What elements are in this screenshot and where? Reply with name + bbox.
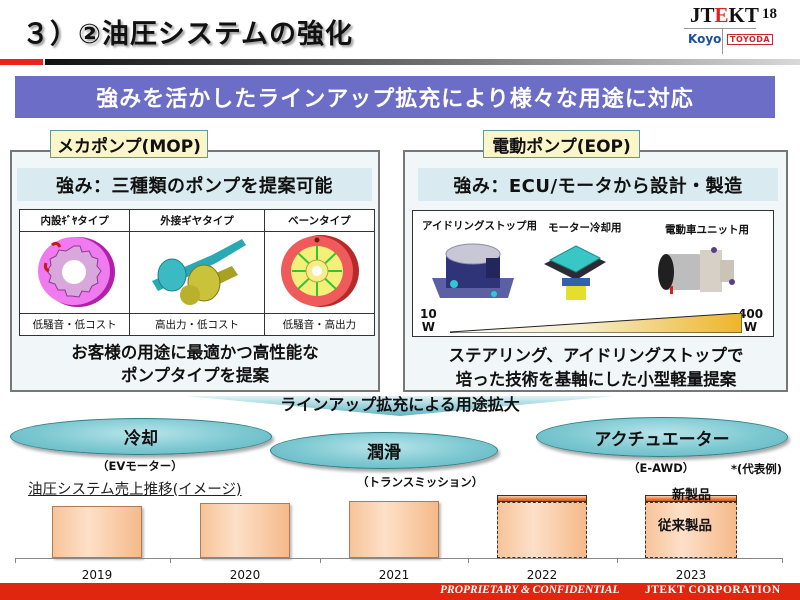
chart-x-axis: [15, 558, 783, 559]
eop-summary-line: 培った技術を基軸にした小型軽量提案: [455, 370, 737, 389]
logo-text-e: E: [714, 3, 729, 27]
sales-bar-2020: [200, 503, 290, 558]
mop-summary-line: ポンプタイプを提案: [120, 366, 269, 385]
logo-text-jt: JT: [690, 3, 715, 27]
eop-product-label: モーター冷却用: [548, 222, 622, 234]
sales-bar-2023-conventional: [645, 502, 737, 558]
x-tick-label: 2019: [81, 568, 113, 582]
slide-title: ３）②油圧システムの強化: [22, 19, 354, 50]
power-max-unit: W: [743, 320, 758, 334]
header-rule: [45, 59, 800, 65]
sales-chart-title: 油圧システム売上推移(イメージ): [28, 482, 242, 498]
application-example: （EVモーター）: [97, 459, 183, 473]
axis-tick: [782, 558, 783, 563]
header-accent-bar: [0, 59, 43, 65]
logo-text-kt: KT: [728, 3, 759, 27]
footer-bar: [0, 583, 800, 600]
power-max-value: 400: [738, 307, 764, 321]
application-actuator: アクチュエーター: [536, 417, 788, 457]
sales-bar-2021: [349, 501, 439, 558]
x-tick-label: 2022: [526, 568, 558, 582]
x-tick-label: 2023: [675, 568, 707, 582]
confidential-notice: PROPRIETARY & CONFIDENTIAL: [440, 584, 620, 596]
mop-pump-table: 内設ｷﾞﾔタイプ 外接ギヤタイプ ベーンタイプ: [18, 209, 376, 336]
eop-product-label: 電動車ユニット用: [665, 224, 749, 236]
application-lubrication: 潤滑: [270, 432, 498, 469]
jtekt-logo: JTEKT: [690, 3, 759, 28]
pump-type-header: 内設ｷﾞﾔタイプ: [18, 209, 131, 232]
application-example: （E-AWD）: [628, 461, 695, 475]
x-tick-label: 2021: [378, 568, 410, 582]
axis-tick: [320, 558, 321, 563]
headline-banner: 強みを活かしたラインアップ拡充により様々な用途に対応: [15, 76, 775, 118]
power-min-unit: W: [421, 320, 435, 334]
x-tick-label: 2020: [229, 568, 261, 582]
new-product-label: 新製品: [672, 488, 712, 503]
mop-summary-line: お客様の用途に最適かつ高性能な: [71, 343, 319, 362]
axis-tick: [15, 558, 16, 563]
axis-tick: [170, 558, 171, 563]
koyo-logo: Koyo: [688, 32, 722, 46]
mop-panel-tab: メカポンプ(MOP): [50, 130, 208, 158]
application-cooling: 冷却: [10, 418, 272, 455]
internal-gear-icon: [37, 237, 115, 307]
eop-summary-line: ステアリング、アイドリングストップで: [448, 346, 744, 365]
pump-feature: 低騒音・低コスト: [18, 313, 131, 336]
power-range-wedge: [450, 313, 742, 333]
sales-bar-2019: [52, 506, 142, 558]
corporation-name: JTEKT CORPORATION: [645, 584, 781, 596]
sales-bar-2023-new: [645, 495, 737, 502]
page-number: 18: [762, 6, 777, 22]
pump-type-header: ベーンタイプ: [263, 209, 376, 232]
representative-note: *(代表例): [731, 462, 783, 476]
internal-gear-pump-image: [18, 231, 131, 314]
motor-cooling-pump-image: [544, 245, 606, 300]
vane-pump-icon: [281, 235, 360, 307]
ev-unit-pump-image: [658, 247, 735, 294]
pump-feature: 低騒音・高出力: [263, 313, 376, 336]
external-gear-pump-image: [129, 231, 265, 314]
pump-type-header: 外接ギヤタイプ: [129, 209, 265, 232]
eop-panel-tab: 電動ポンプ(EOP): [483, 130, 640, 158]
expansion-label: ラインアップ拡充による用途拡大: [280, 395, 520, 414]
axis-tick: [468, 558, 469, 563]
eop-strength: 強み：ECU/モータから設計・製造: [418, 168, 778, 201]
external-gear-icon: [151, 239, 246, 305]
sales-bar-2022-conventional: [497, 502, 587, 558]
vane-pump-image: [263, 231, 376, 314]
sales-bar-2022-new: [497, 495, 587, 502]
axis-tick: [617, 558, 618, 563]
pump-feature: 高出力・低コスト: [129, 313, 265, 336]
power-min-value: 10: [420, 307, 437, 321]
conventional-product-label: 従来製品: [658, 518, 712, 534]
logo-divider: [684, 28, 756, 29]
mop-strength: 強み：三種類のポンプを提案可能: [17, 168, 372, 201]
logo-divider: [722, 28, 723, 54]
expansion-arrow: [185, 396, 615, 416]
idle-stop-pump-image: [432, 243, 514, 298]
eop-product-label: アイドリングストップ用: [422, 220, 537, 232]
toyoda-logo: TOYODA: [727, 34, 774, 45]
application-example: （トランスミッション）: [357, 475, 484, 489]
